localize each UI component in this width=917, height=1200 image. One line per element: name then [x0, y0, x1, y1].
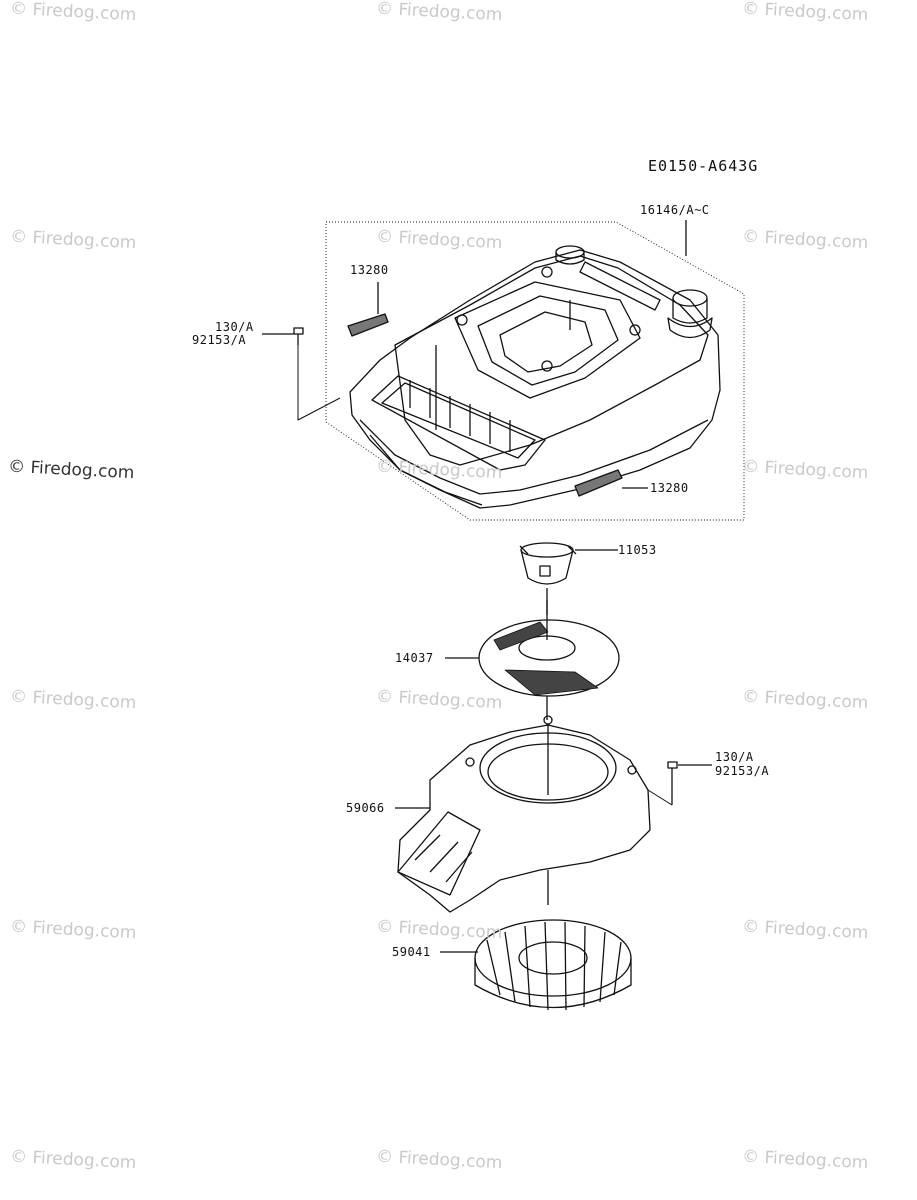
- part-label-bolt-top: 130/A: [215, 320, 254, 334]
- cooling-fan: [440, 919, 632, 1011]
- part-label-screen: 14037: [395, 651, 434, 665]
- part-label-bolt-right-alt: 92153/A: [715, 764, 770, 778]
- fan-housing-cover: [349, 245, 721, 509]
- part-label-fan: 59041: [392, 945, 431, 959]
- bolt-top-left: [262, 327, 341, 421]
- part-label-fan-housing: 16146/A~C: [640, 203, 710, 217]
- label-decal-top: [347, 282, 389, 337]
- rotating-screen: [445, 600, 620, 720]
- part-label-shroud: 59066: [346, 801, 385, 815]
- part-label-bolt-top-alt: 92153/A: [192, 333, 247, 347]
- bolt-right: [667, 761, 712, 805]
- label-decal-bottom: [574, 469, 648, 497]
- diagram-code: E0150-A643G: [648, 157, 759, 175]
- recoil-shroud: [395, 715, 673, 913]
- part-label-bolt-right: 130/A: [715, 750, 754, 764]
- part-label-decal-top: 13280: [350, 263, 389, 277]
- starter-clutch: [519, 542, 618, 615]
- part-label-decal-bottom: 13280: [650, 481, 689, 495]
- part-label-clutch: 11053: [618, 543, 657, 557]
